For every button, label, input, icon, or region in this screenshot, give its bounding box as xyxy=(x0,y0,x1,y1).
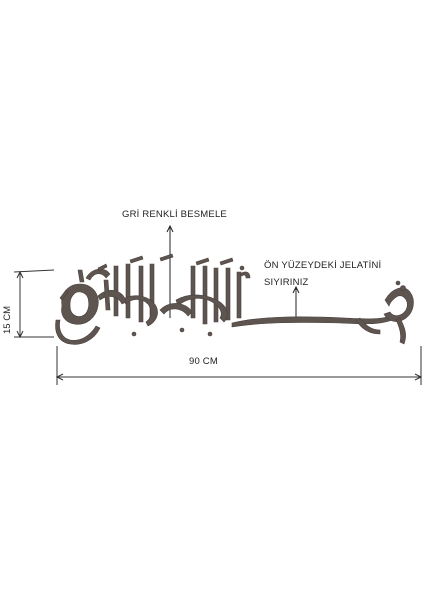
besmele-label: GRİ RENKLİ BESMELE xyxy=(122,209,227,220)
jelatin-label-line1: ÖN YÜZEYDEKİ JELATİNİ xyxy=(264,260,382,271)
besmele-calligraphy-artwork xyxy=(55,253,414,345)
height-dimension xyxy=(13,269,55,339)
width-dimension xyxy=(55,346,423,385)
jelatin-pointer-arrow xyxy=(292,285,300,318)
jelatin-label-line2: SIYIRINIZ xyxy=(264,277,309,288)
besmele-pointer-arrow xyxy=(166,224,174,318)
width-label: 90 CM xyxy=(189,356,218,367)
height-extension-top xyxy=(13,269,55,273)
height-label: 15 CM xyxy=(2,306,13,334)
jelatin-label: ÖN YÜZEYDEKİ JELATİNİ SIYIRINIZ xyxy=(264,257,381,291)
